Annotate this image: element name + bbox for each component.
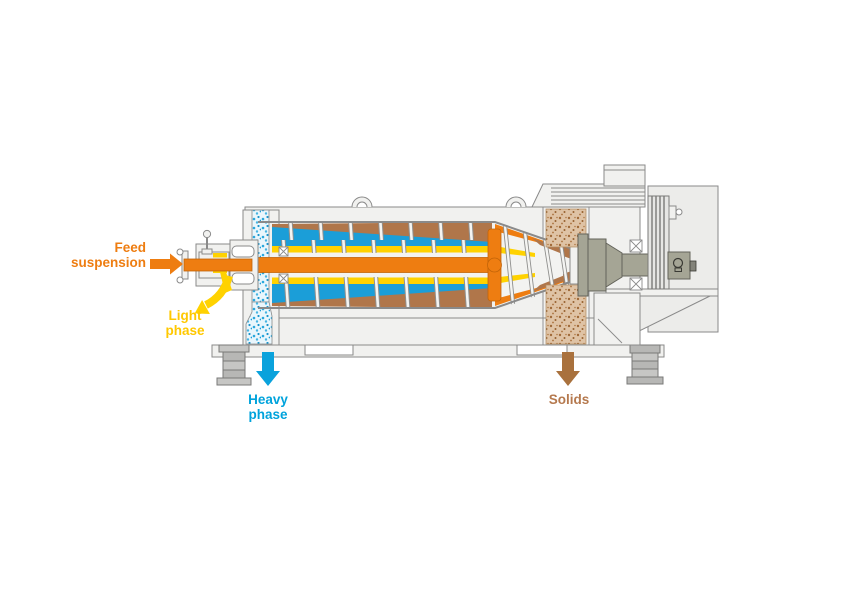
solids-discharge-chamber: [545, 208, 587, 345]
light-phase-label-line1: Light: [169, 308, 202, 323]
feed-pipe: [183, 258, 253, 272]
light-phase-label-line2: phase: [165, 323, 205, 338]
bearing-symbol: [278, 246, 289, 284]
feed-inlet-assembly: [176, 229, 259, 293]
machine-base-frame: [211, 344, 665, 386]
left-foot: [216, 344, 252, 386]
conveyor-shaft: [249, 257, 493, 273]
belt-pulley: [647, 195, 683, 290]
feed-suspension-label-line1: Feed: [114, 240, 146, 255]
solids-label: Solids: [549, 392, 590, 407]
feed-arrow-icon: [150, 253, 183, 275]
labels: Feed suspension Light phase Heavy phase …: [71, 240, 589, 422]
solids-arrow-icon: [556, 352, 580, 386]
right-foot: [626, 344, 664, 385]
frame-cutout: [516, 344, 568, 356]
backdrive-unit: [667, 251, 697, 280]
light-phase-arrow-icon: [194, 274, 233, 314]
feed-valve-lever: [201, 229, 213, 255]
bearing-pedestal: [593, 292, 641, 346]
bowl-section: [249, 221, 580, 309]
drive-motor: [531, 164, 646, 208]
motor-terminal-box: [603, 164, 646, 187]
feed-suspension-label-line2: suspension: [71, 255, 146, 270]
scroll-conveyor-flights: [274, 222, 570, 308]
heavy-phase-label-line2: phase: [248, 407, 288, 422]
heavy-phase-label-line1: Heavy: [248, 392, 288, 407]
frame-cutout: [304, 344, 354, 356]
heavy-phase-arrow-icon: [256, 352, 280, 386]
bearing-symbol: [629, 239, 643, 291]
